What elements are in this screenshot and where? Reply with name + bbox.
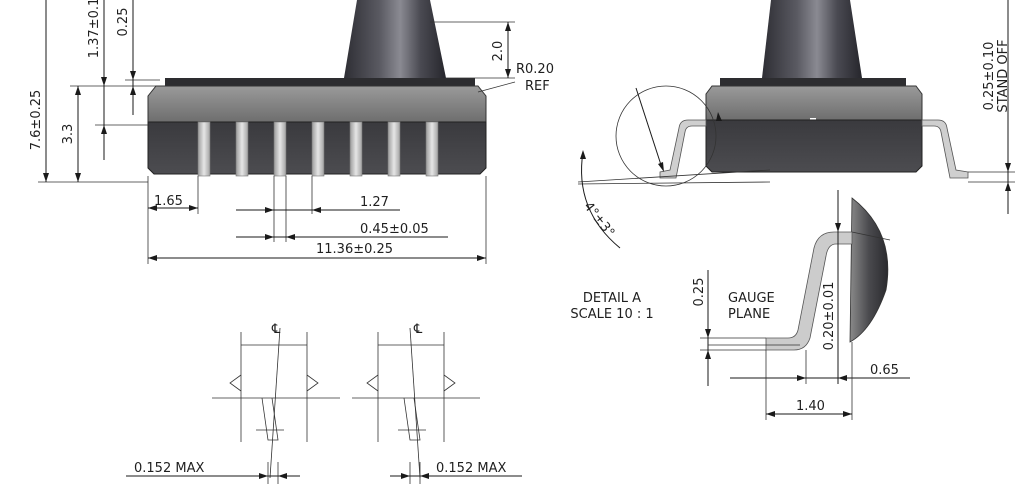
side-right-lead [921, 119, 969, 179]
standoff-text-label: STAND OFF [996, 39, 1011, 112]
centerline-symbol: ℄ [271, 322, 281, 337]
detail-body-dome [849, 197, 889, 343]
lead [387, 121, 401, 177]
coplanarity-right-label: 0.152 MAX [436, 461, 506, 476]
coplanarity-right: ℄ 0.152 MAX [352, 322, 522, 484]
lead-width-label: 0.45±0.05 [360, 222, 429, 237]
detail-title-line1: DETAIL A [583, 291, 641, 306]
front-leads [197, 121, 439, 177]
top-flange [165, 78, 475, 86]
side-left-lead [659, 119, 707, 179]
side-flange [720, 78, 906, 86]
coplanarity-left: ℄ 0.152 MAX [126, 322, 340, 484]
coplanarity-left-label: 0.152 MAX [134, 461, 204, 476]
front-view: 7.6±0.25 3.3 1.37±0.1 0.25 2.0 R0.20 REF… [29, 0, 554, 264]
small-dim-label: 0.25 [116, 8, 131, 37]
side-body-lower [705, 119, 923, 173]
lead [273, 121, 287, 177]
pitch-label: 1.27 [360, 195, 389, 210]
gauge-line2: PLANE [728, 307, 770, 322]
angle-label: 4°±3° [580, 199, 617, 240]
lead-span-label: 1.40 [796, 399, 825, 414]
detail-circle [615, 85, 717, 187]
standoff-value-label: 0.25±0.10 [982, 42, 997, 111]
lead [197, 121, 211, 177]
detail-a: DETAIL A SCALE 10 : 1 GAUGE PLANE 0.25 0… [570, 190, 910, 420]
edge-to-lead-label: 1.65 [154, 194, 183, 209]
total-height-label: 7.6±0.25 [29, 90, 44, 151]
centerline-symbol: ℄ [413, 322, 423, 337]
gauge-line1: GAUGE [728, 291, 775, 306]
angle-arc [581, 151, 621, 249]
detail-title-line2: SCALE 10 : 1 [570, 307, 653, 322]
body-length-label: 11.36±0.25 [316, 242, 393, 257]
lead [235, 121, 249, 177]
pressure-port [344, 0, 446, 78]
detail-lead [765, 231, 853, 351]
top-thickness-label: 1.37±0.1 [87, 0, 102, 58]
foot-length-label: 0.65 [870, 363, 899, 378]
gauge-height-label: 0.20±0.01 [822, 282, 837, 351]
lead [425, 121, 439, 177]
body-height-label: 3.3 [61, 124, 76, 145]
bottom-dimensions [147, 176, 487, 264]
port-height-dim [430, 21, 516, 93]
fillet-radius-label: R0.20 [516, 62, 554, 77]
side-pressure-port [762, 0, 862, 78]
lead [311, 121, 325, 177]
lead [349, 121, 363, 177]
body-top-band [147, 85, 487, 123]
fillet-ref-label: REF [525, 79, 550, 94]
left-dimensions [38, 0, 160, 183]
lead-thk-label: 0.25 [692, 278, 707, 307]
fillet-leader [635, 87, 663, 169]
port-height-label: 2.0 [491, 41, 506, 62]
side-body-top [705, 85, 923, 121]
side-view: 0.25±0.10 STAND OFF 4°±3° [577, 0, 1015, 249]
